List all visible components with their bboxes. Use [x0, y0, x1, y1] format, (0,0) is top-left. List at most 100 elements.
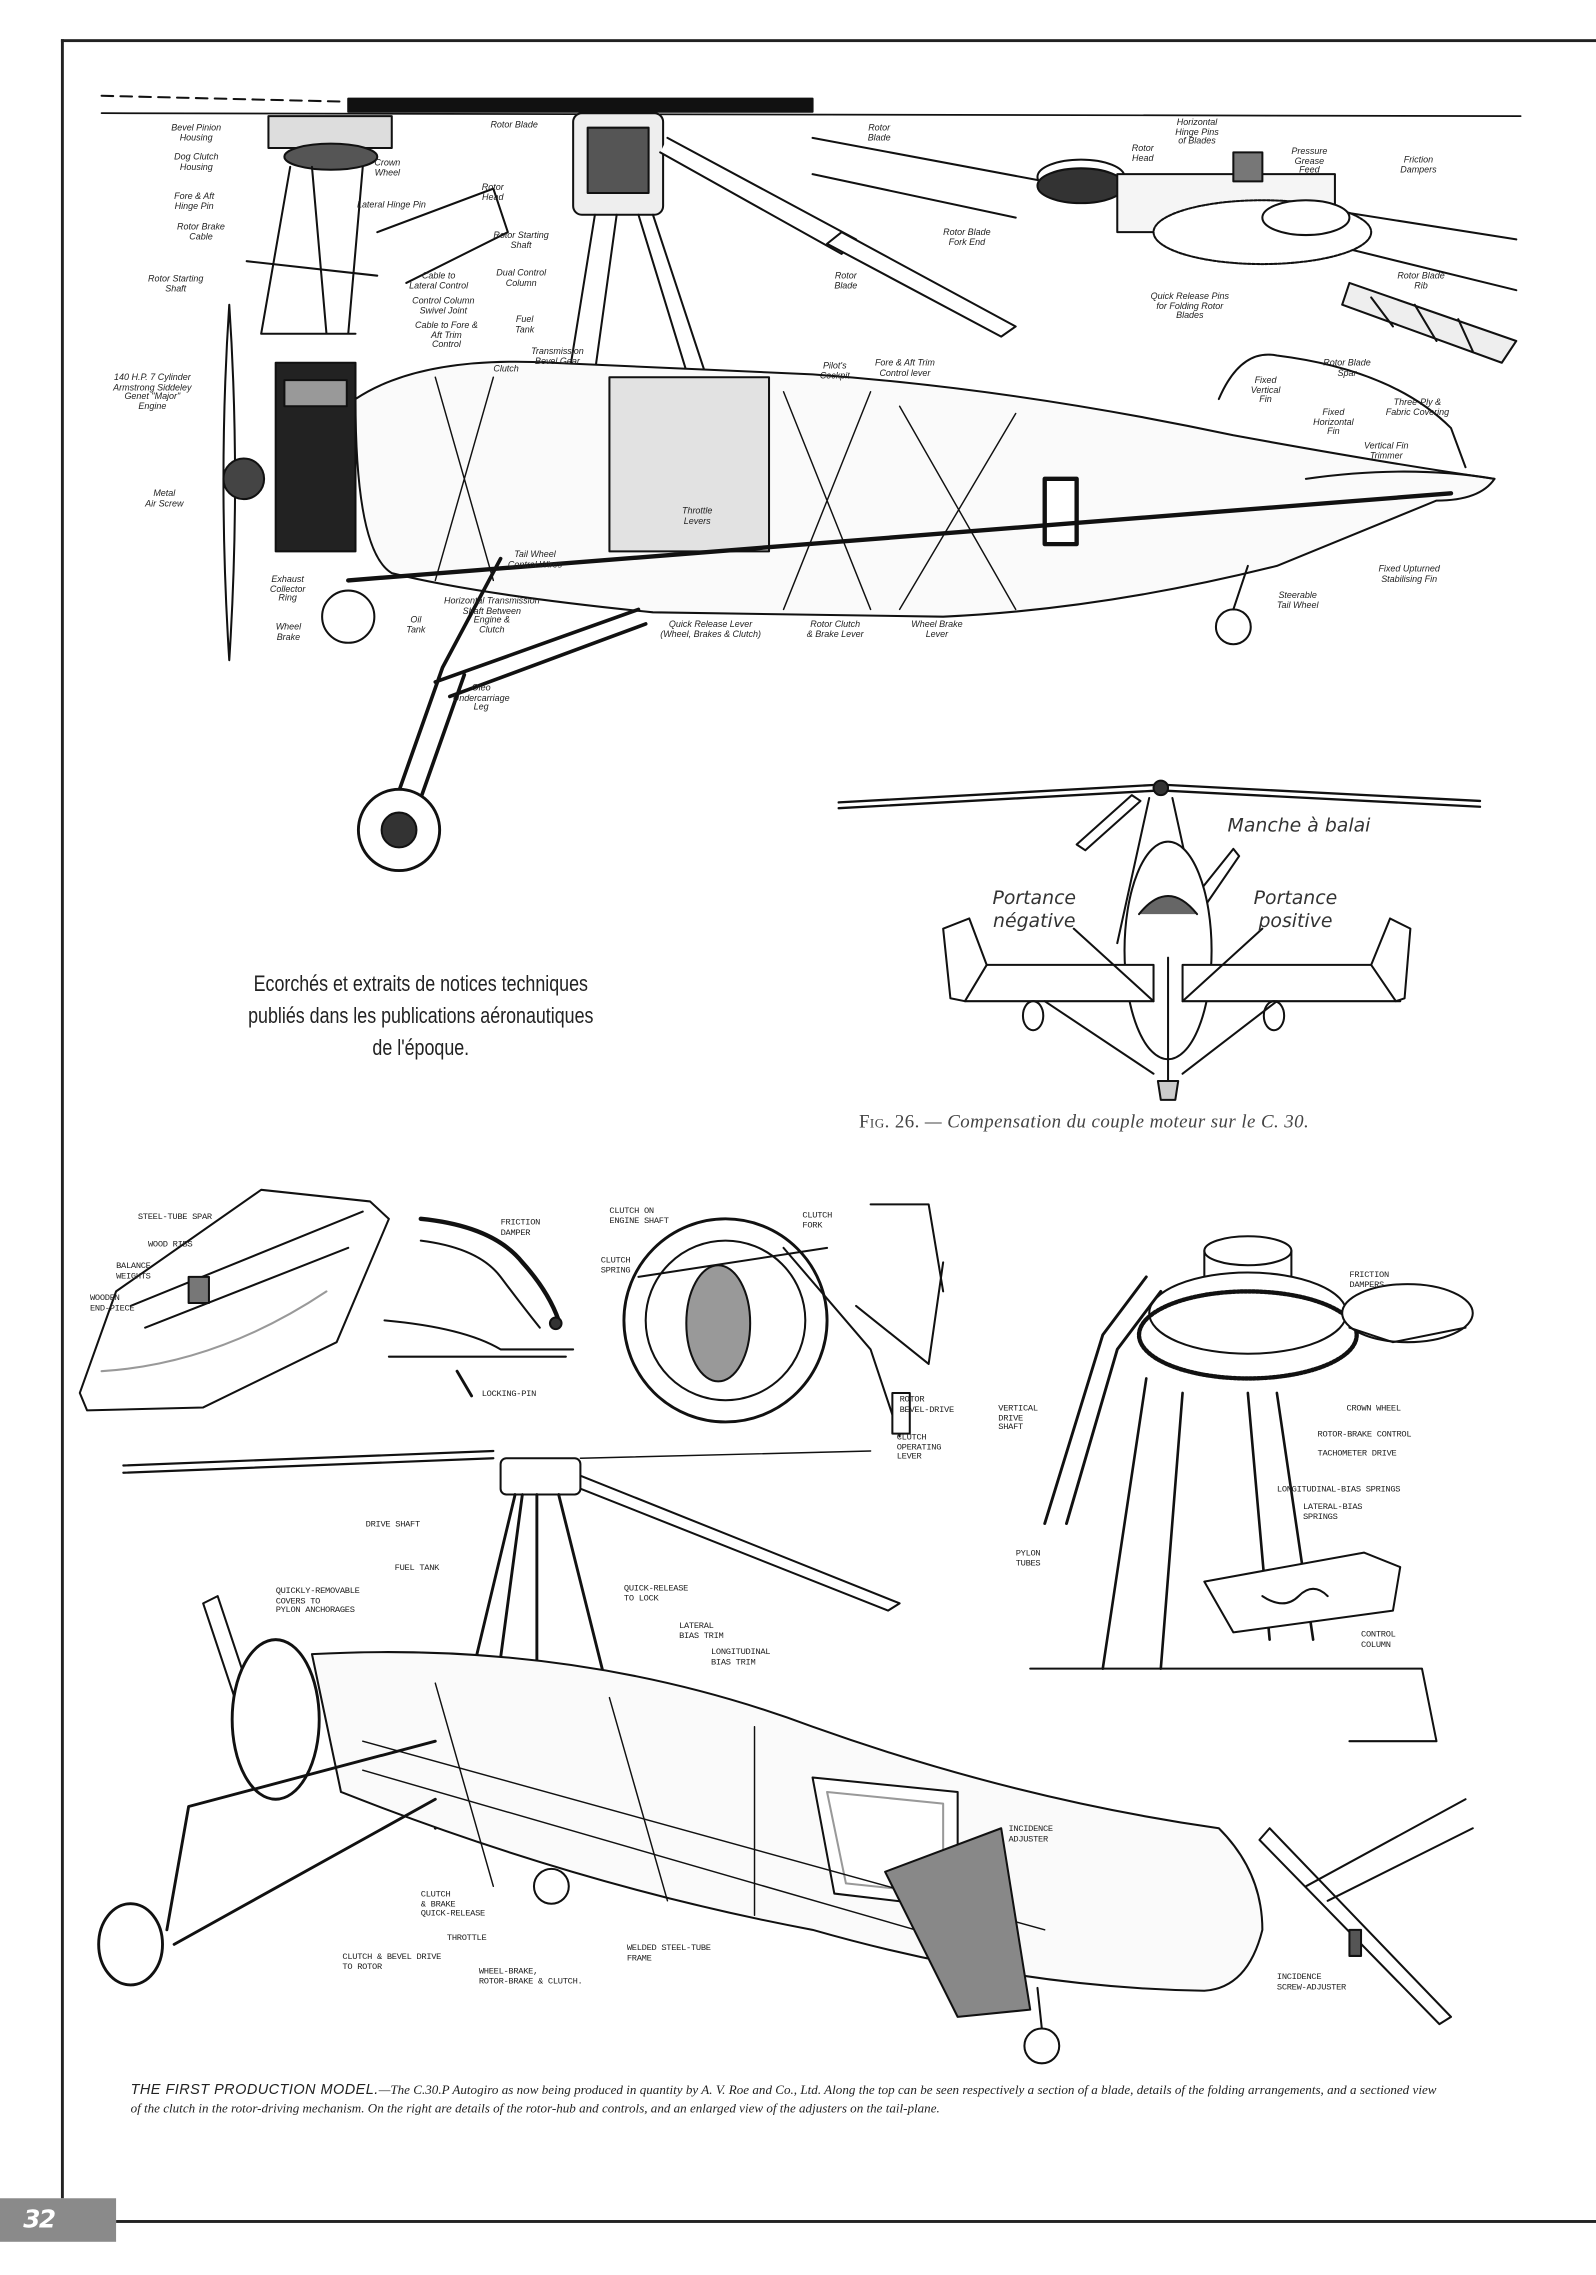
label-crown-wheel: Crown Wheel [374, 158, 401, 178]
label-friction-dampers-hub: FRICTION DAMPERS [1349, 1269, 1389, 1290]
label-wood-ribs: WOOD RIBS [148, 1239, 193, 1250]
label-vertical-drive-shaft: VERTICAL DRIVE SHAFT [998, 1403, 1038, 1433]
label-clutch-on-engine-shaft: CLUTCH ON ENGINE SHAFT [609, 1205, 669, 1226]
label-clutch-bevel-drive: CLUTCH & BEVEL DRIVE TO ROTOR [342, 1951, 442, 1972]
label-friction-dampers: Friction Dampers [1400, 155, 1437, 175]
label-clutch: Clutch [493, 364, 519, 375]
label-control-column-swivel: Control Column Swivel Joint [412, 296, 475, 316]
label-rotor-blade-3: Rotor Blade [834, 271, 858, 291]
label-clutch-fork: CLUTCH FORK [802, 1210, 833, 1230]
label-pylon-tubes: PYLON TUBES [1015, 1548, 1041, 1568]
label-bevel-pinion-housing: Bevel Pinion Housing [171, 123, 222, 143]
label-welded-steel-tube-frame: WELDED STEEL-TUBE FRAME [626, 1942, 711, 1963]
label-three-ply-covering: Three-Ply & Fabric Covering [1385, 397, 1450, 418]
label-longitudinal-bias-springs: LONGITUDINAL-BIAS SPRINGS [1276, 1484, 1401, 1495]
engine-and-propeller [222, 303, 357, 662]
label-quick-release-lever: Quick Release Lever (Wheel, Brakes & Clu… [660, 619, 762, 640]
label-vertical-fin-trimmer: Vertical Fin Trimmer [1363, 441, 1409, 461]
label-rotor-blade-spar: Rotor Blade Spar [1323, 358, 1371, 378]
rotor-head-detail-right [811, 136, 1518, 364]
label-drive-shaft: DRIVE SHAFT [365, 1519, 421, 1530]
label-control-column: CONTROL COLUMN [1361, 1629, 1396, 1650]
intro-caption: Ecorchés et extraits de notices techniqu… [242, 969, 599, 1064]
label-fuel-tank-main: FUEL TANK [394, 1562, 440, 1573]
label-wooden-end-piece: WOODEN END-PIECE [89, 1292, 135, 1313]
label-oil-tank: Oil Tank [406, 615, 426, 635]
label-manche-a-balai: Manche à balai [1227, 815, 1371, 838]
label-pressure-grease-feed: Pressure Grease Feed [1291, 146, 1328, 176]
label-trim-control-lever: Fore & Aft Trim Control lever [874, 358, 935, 378]
label-portance-negative: Portance négative [992, 888, 1077, 933]
fig26-number: Fig. 26. [858, 1110, 920, 1132]
label-fixed-vertical-fin: Fixed Vertical Fin [1250, 375, 1281, 405]
fig26-front-view-drawing [837, 779, 1482, 1101]
bottom-caption-text: —The C.30.P Autogiro as now being produc… [130, 2082, 1437, 2115]
label-tachometer-drive: TACHOMETER DRIVE [1317, 1448, 1397, 1459]
bottom-caption-lead: THE FIRST PRODUCTION MODEL. [130, 2082, 379, 2099]
clutch-drawing [622, 1203, 945, 1438]
label-blade-rib: Rotor Blade Rib [1397, 271, 1445, 291]
frame-left-rule [60, 39, 64, 2199]
label-throttle-levers: Throttle Levers [681, 506, 713, 526]
label-blade-fork-end: Rotor Blade Fork End [943, 227, 991, 248]
frame-top-rule [60, 39, 1596, 43]
blade-section-drawing [78, 1188, 390, 1412]
label-clutch-spring: CLUTCH SPRING [600, 1255, 631, 1275]
label-wheel-brake: Wheel Brake [275, 622, 302, 643]
label-steel-tube-spar: STEEL-TUBE SPAR [137, 1211, 212, 1222]
intro-line-3: de l'époque. [372, 1035, 470, 1060]
fuselage [346, 353, 1496, 618]
label-lateral-bias-springs: LATERAL-BIAS SPRINGS [1302, 1501, 1363, 1522]
label-rotor-blade: Rotor Blade [490, 120, 538, 131]
label-upturned-fin: Fixed Upturned Stabilising Fin [1378, 564, 1440, 585]
label-locking-pin: LOCKING-PIN [481, 1388, 537, 1399]
landing-gear [321, 556, 1252, 873]
label-rotor-starting-shaft: Rotor Starting Shaft [493, 230, 549, 251]
label-portance-positive: Portance positive [1253, 888, 1338, 933]
label-clutch-operating-lever: CLUTCH OPERATING LEVER [896, 1432, 942, 1462]
fig26-caption-text: — Compensation du couple moteur sur le C… [919, 1110, 1310, 1132]
label-rotor-blade-2: Rotor Blade [867, 123, 891, 143]
frame-bottom-rule [116, 2220, 1596, 2223]
label-exhaust-collector-ring: Exhaust Collector Ring [269, 574, 306, 604]
bottom-caption: THE FIRST PRODUCTION MODEL.—The C.30.P A… [131, 2082, 1437, 2116]
label-wheel-brake-rotor-brake: WHEEL-BRAKE, ROTOR-BRAKE & CLUTCH. [478, 1966, 583, 1986]
label-balance-weights: BALANCE WEIGHTS [116, 1260, 151, 1281]
label-removable-covers: QUICKLY-REMOVABLE COVERS TO PYLON ANCHOR… [275, 1585, 360, 1616]
label-quick-release-pins: Quick Release Pins for Folding Rotor Bla… [1150, 291, 1229, 321]
label-cable-lateral-control: Cable to Lateral Control [409, 271, 469, 291]
label-rotor-clutch-brake-lever: Rotor Clutch & Brake Lever [806, 619, 864, 640]
label-rotor-brake-control: ROTOR-BRAKE CONTROL [1317, 1429, 1412, 1440]
label-incidence-screw-adjuster: INCIDENCE SCREW-ADJUSTER [1276, 1971, 1346, 1992]
label-lateral-bias-trim: LATERAL BIAS TRIM [679, 1620, 724, 1641]
friction-damper-drawing [383, 1216, 575, 1398]
label-transmission-bevel-gear: Transmission Bevel Gear [531, 346, 584, 367]
label-dual-control-column: Dual Control Column [496, 268, 547, 289]
label-rotor-brake-cable: Rotor Brake Cable [177, 222, 225, 242]
label-pilots-cockpit: Pilot's Cockpit [819, 361, 850, 381]
label-quick-release-to-lock: QUICK-RELEASE TO LOCK [623, 1583, 689, 1603]
label-horizontal-hinge-pins: Horizontal Hinge Pins of Blades [1175, 117, 1219, 147]
label-rotor-starting-shaft-left: Rotor Starting Shaft [148, 274, 204, 294]
label-longitudinal-bias-trim: LONGITUDINAL BIAS TRIM [710, 1646, 771, 1667]
label-fore-aft-hinge-pin: Fore & Aft Hinge Pin [174, 191, 215, 212]
label-throttle: THROTTLE [446, 1932, 487, 1943]
intro-line-1: Ecorchés et extraits de notices techniqu… [253, 972, 588, 997]
label-steerable-tail-wheel: Steerable Tail Wheel [1276, 590, 1319, 611]
label-fuel-tank: Fuel Tank [515, 314, 535, 335]
label-lateral-hinge-pin: Lateral Hinge Pin [356, 200, 426, 211]
page-number: 32 [0, 2198, 117, 2242]
label-oleo-leg: Oleo Undercarriage Leg [452, 683, 510, 713]
rotor-hub-detail-left [245, 115, 509, 335]
label-rotor-bevel-drive: ROTOR BEVEL-DRIVE [899, 1394, 955, 1415]
label-rotor-head: Rotor Head [481, 182, 504, 203]
label-cable-trim-control: Cable to Fore & Aft Trim Control [414, 320, 478, 350]
label-clutch-brake-quick-release: CLUTCH & BRAKE QUICK-RELEASE [420, 1889, 485, 1919]
label-dog-clutch-housing: Dog Clutch Housing [174, 152, 219, 172]
top-cutaway-drawing [100, 94, 1522, 873]
tail-plane-adjuster-drawing [1258, 1798, 1474, 2026]
bottom-cutaway-drawing [97, 1449, 1264, 2065]
label-incidence-adjuster: INCIDENCE ADJUSTER [1008, 1823, 1053, 1844]
